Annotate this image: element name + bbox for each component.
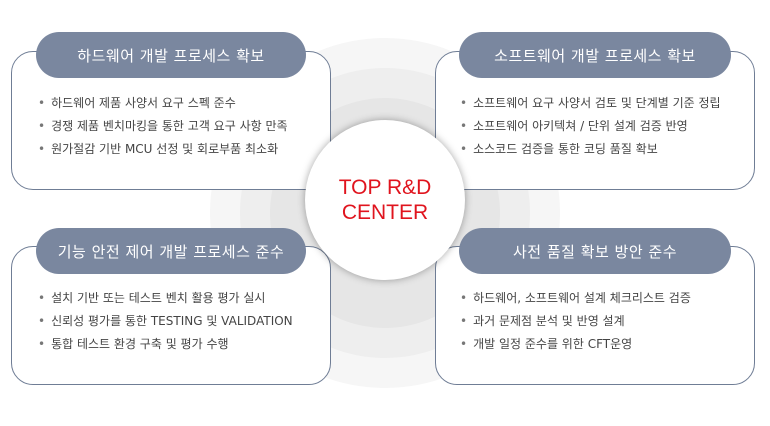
list-item: 신뢰성 평가를 통한 TESTING 및 VALIDATION (38, 310, 293, 333)
panel-quality-title: 사전 품질 확보 방안 준수 (459, 228, 731, 274)
panel-functional-safety-list: 설치 기반 또는 테스트 벤치 활용 평가 실시 신뢰성 평가를 통한 TEST… (38, 287, 293, 356)
list-item: 경쟁 제품 벤치마킹을 통한 고객 요구 사항 만족 (38, 115, 287, 138)
center-badge: TOP R&D CENTER (305, 120, 465, 280)
list-item: 설치 기반 또는 테스트 벤치 활용 평가 실시 (38, 287, 293, 310)
list-item: 과거 문제점 분석 및 반영 설계 (460, 310, 691, 333)
panel-software-list: 소프트웨어 요구 사양서 검토 및 단계별 기준 정립 소프트웨어 아키텍쳐 /… (460, 92, 721, 161)
list-item: 소프트웨어 요구 사양서 검토 및 단계별 기준 정립 (460, 92, 721, 115)
list-item: 개발 일정 준수를 위한 CFT운영 (460, 333, 691, 356)
list-item: 통합 테스트 환경 구축 및 평가 수행 (38, 333, 293, 356)
center-title-line1: TOP R&D (338, 176, 432, 199)
list-item: 원가절감 기반 MCU 선정 및 회로부품 최소화 (38, 138, 288, 161)
panel-software-title: 소프트웨어 개발 프로세스 확보 (459, 32, 731, 78)
list-item: 하드웨어 제품 사양서 요구 스펙 준수 (38, 92, 288, 115)
panel-hardware-list: 하드웨어 제품 사양서 요구 스펙 준수 경쟁 제품 벤치마킹을 통한 고객 요… (38, 92, 288, 161)
panel-functional-safety-title: 기능 안전 제어 개발 프로세스 준수 (36, 228, 306, 274)
list-item: 하드웨어, 소프트웨어 설계 체크리스트 검증 (460, 287, 691, 310)
panel-hardware-title: 하드웨어 개발 프로세스 확보 (36, 32, 306, 78)
panel-quality-list: 하드웨어, 소프트웨어 설계 체크리스트 검증 과거 문제점 분석 및 반영 설… (460, 287, 691, 356)
center-title-line2: CENTER (341, 201, 429, 224)
list-item: 소스코드 검증을 통한 코딩 품질 확보 (460, 138, 721, 161)
list-item: 소프트웨어 아키텍쳐 / 단위 설계 검증 반영 (460, 115, 721, 138)
